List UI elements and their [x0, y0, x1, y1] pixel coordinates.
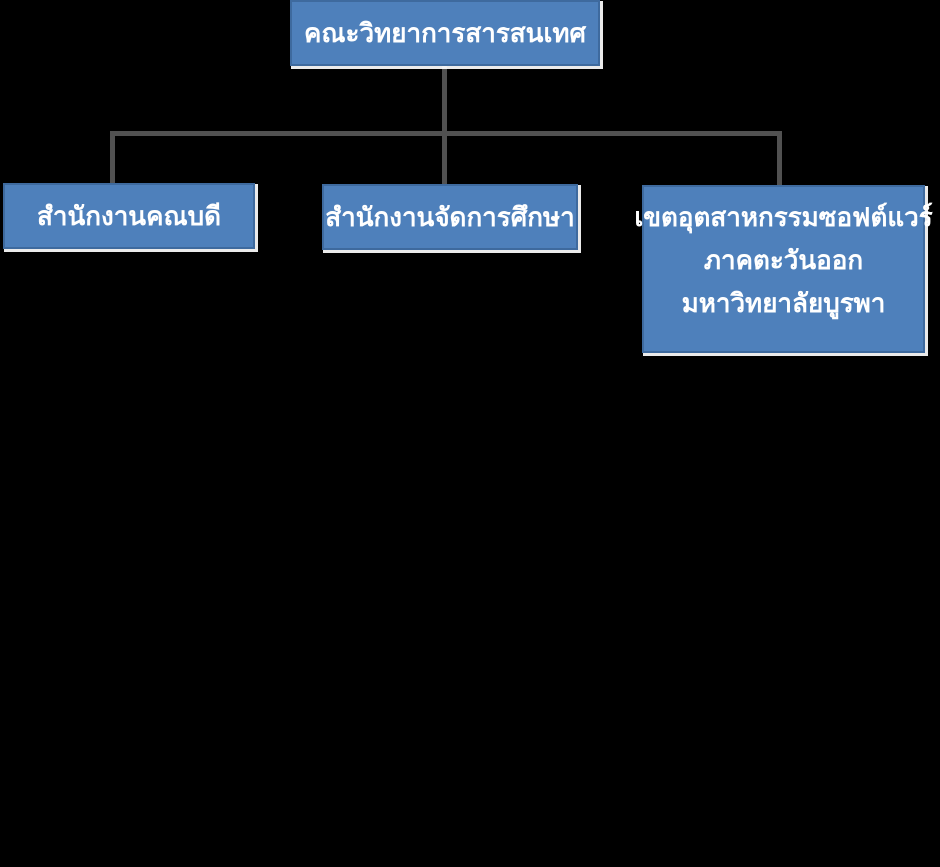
connector-drop-left: [110, 131, 115, 185]
node-label-line: ภาคตะวันออก: [703, 245, 864, 275]
connector-drop-right: [777, 131, 782, 187]
node-label: สำนักงานคณบดี: [37, 200, 221, 231]
node-label-line: มหาวิทยาลัยบูรพา: [681, 288, 886, 318]
node-faculty-of-informatics: คณะวิทยาการสารสนเทศ: [290, 0, 600, 66]
node-education-management-office: สำนักงานจัดการศึกษา: [322, 184, 578, 250]
connector-drop-middle: [442, 131, 447, 186]
node-label-line: เขตอุตสาหกรรมซอฟต์แวร์: [634, 202, 933, 232]
node-label: สำนักงานจัดการศึกษา: [325, 201, 575, 232]
node-dean-office: สำนักงานคณบดี: [3, 183, 255, 249]
connector-root-stem: [442, 64, 447, 133]
node-eastern-software-park: เขตอุตสาหกรรมซอฟต์แวร์ ภาคตะวันออก มหาวิ…: [634, 185, 933, 353]
node-label: คณะวิทยาการสารสนเทศ: [304, 17, 586, 48]
